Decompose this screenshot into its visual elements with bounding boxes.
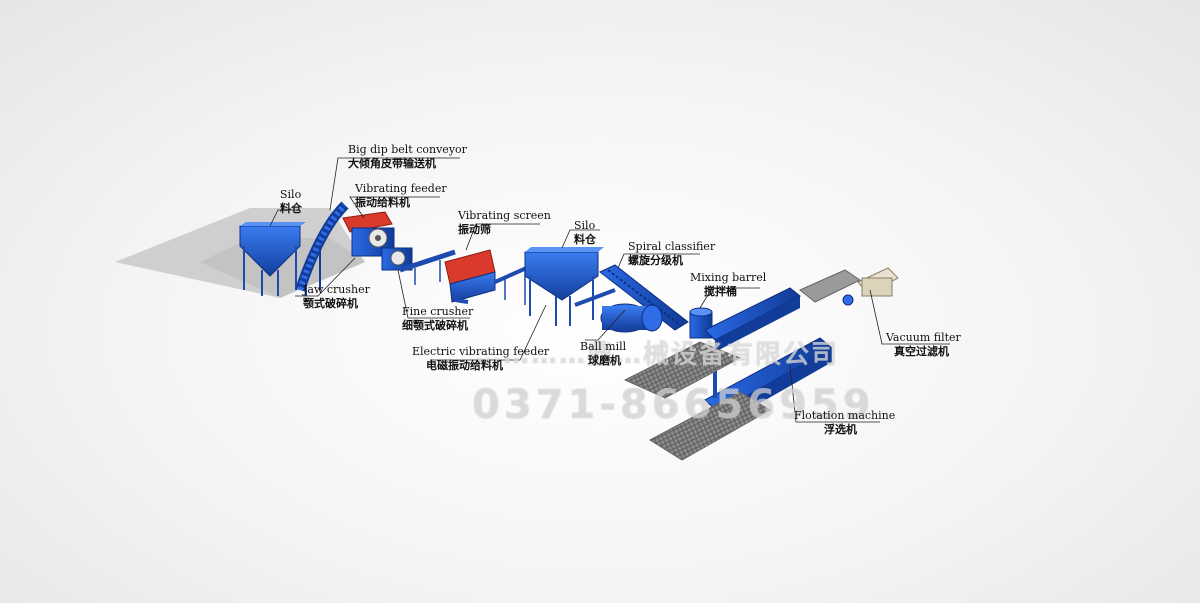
leader-vacuum (869, 289, 950, 345)
leader-big-dip (329, 157, 460, 211)
flotation-line-upper (704, 287, 801, 352)
watermark-company: …………鼎…械设备有限公司 (475, 340, 840, 370)
leader-fine (397, 269, 470, 319)
electric-feeder-conveyor (574, 288, 616, 307)
leader-jaw (295, 257, 356, 297)
ball-mill-equipment (600, 303, 663, 333)
leader-elec-feeder (430, 304, 547, 361)
leader-silo-2 (561, 229, 600, 249)
silo-1-equipment (239, 222, 306, 296)
big-dip-conveyor-equipment (295, 201, 349, 296)
leader-mixing (699, 287, 760, 309)
silo-2-equipment (524, 247, 604, 326)
watermark-phone: 0371-86656959 (472, 382, 875, 428)
conveyor-to-screen (399, 249, 456, 285)
vibrating-feeder-equipment (342, 211, 393, 233)
vibrating-screen-equipment (444, 249, 496, 304)
leader-flotation (789, 364, 880, 423)
leader-ball-mill (585, 309, 626, 341)
settling-tanks (623, 269, 862, 461)
leader-vib-feeder (349, 196, 440, 219)
leader-spiral (617, 253, 700, 269)
leader-lines (269, 157, 950, 423)
leader-silo-1 (269, 209, 300, 227)
leader-vib-screen (465, 223, 540, 251)
vacuum-filter-equipment (842, 267, 899, 306)
fine-crusher-equipment (381, 247, 413, 271)
